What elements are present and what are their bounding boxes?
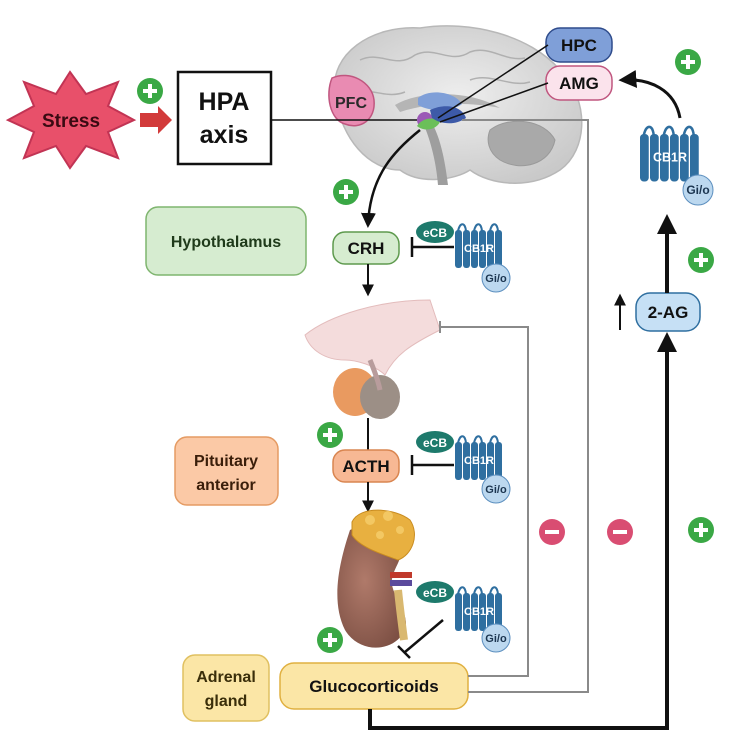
hpc-label: HPC [561, 36, 597, 55]
pfc-region: PFC [328, 74, 375, 127]
ecb-badge: eCB [416, 221, 454, 243]
plus-icon [137, 78, 163, 104]
two-ag-box: 2-AG [635, 292, 701, 332]
ecb-inhibition-glucocorticoids [397, 619, 444, 659]
hypothalamus-label: Hypothalamus [171, 234, 281, 251]
plus-icon [688, 247, 714, 273]
amg-box: AMG [545, 65, 613, 101]
svg-text:CB1R: CB1R [464, 243, 494, 255]
feedback-to-pituitary-line [440, 326, 529, 677]
acth-label: ACTH [342, 457, 389, 476]
hpa-axis-box: HPA axis [176, 70, 273, 166]
adrenal-gland-box: Adrenal gland [182, 654, 270, 722]
hpc-box: HPC [545, 27, 613, 63]
cb1r-to-amg-arrow [618, 70, 682, 119]
acth-box: ACTH [332, 449, 400, 483]
svg-text:eCB: eCB [423, 436, 447, 450]
hpa-label-line2: axis [200, 121, 249, 149]
svg-text:eCB: eCB [423, 586, 447, 600]
minus-icon [607, 519, 633, 545]
svg-text:Gi/o: Gi/o [485, 273, 507, 285]
plus-icon [688, 517, 714, 543]
amg-pointer-line [439, 82, 549, 123]
stress-label: Stress [42, 111, 100, 132]
crh-box: CRH [332, 231, 400, 265]
svg-text:CB1R: CB1R [464, 606, 494, 618]
glucocorticoids-label: Glucocorticoids [309, 677, 438, 696]
glucocorticoids-to-2ag-arrow [368, 332, 677, 730]
stress-to-hpa-arrow [140, 106, 172, 134]
pituitary-anterior-box: Pituitary anterior [174, 436, 279, 506]
two-ag-label: 2-AG [648, 303, 689, 322]
pituitary-illustration [304, 299, 441, 419]
pfc-label: PFC [335, 95, 367, 112]
ecb-inhibition-crh [410, 237, 454, 257]
hpc-pointer-line [437, 44, 549, 119]
svg-text:Gi/o: Gi/o [485, 484, 507, 496]
stress-star: Stress [5, 70, 137, 170]
cb1r-receptor-icon: CB1R [454, 223, 503, 269]
plus-icon [317, 627, 343, 653]
adrenal-kidney-illustration [337, 509, 415, 648]
plus-icon [333, 179, 359, 205]
pituitary-label-line1: Pituitary [194, 453, 258, 470]
adrenal-label-line1: Adrenal [196, 669, 256, 686]
hpa-label-line1: HPA [199, 88, 250, 116]
glucocorticoids-box: Glucocorticoids [279, 662, 469, 710]
cb1r-receptor-icon: CB1R [454, 435, 503, 481]
gio-badge: Gi/o [481, 263, 511, 293]
gio-badge: Gi/o [481, 623, 511, 653]
hypothalamus-box: Hypothalamus [145, 206, 307, 276]
svg-text:CB1R: CB1R [464, 455, 494, 467]
cb1r-receptor-large-icon: CB1R [638, 125, 700, 183]
cb1r-receptor-icon: CB1R [454, 586, 503, 632]
svg-text:eCB: eCB [423, 226, 447, 240]
plus-icon [317, 422, 343, 448]
gio-badge: Gi/o [481, 474, 511, 504]
pituitary-label-line2: anterior [196, 477, 256, 494]
crh-label: CRH [348, 239, 385, 258]
svg-text:Gi/o: Gi/o [686, 183, 709, 197]
ecb-inhibition-acth [410, 455, 454, 475]
svg-text:CB1R: CB1R [653, 151, 687, 165]
brain-to-crh-arrow [360, 129, 421, 228]
adrenal-label-line2: gland [205, 693, 248, 710]
gio-badge: Gi/o [682, 174, 714, 206]
feedback-to-brain-line [462, 119, 589, 693]
minus-icon [539, 519, 565, 545]
ecb-badge: eCB [416, 581, 454, 603]
amg-label: AMG [559, 74, 599, 93]
plus-icon [675, 49, 701, 75]
ecb-badge: eCB [416, 431, 454, 453]
svg-text:Gi/o: Gi/o [485, 633, 507, 645]
